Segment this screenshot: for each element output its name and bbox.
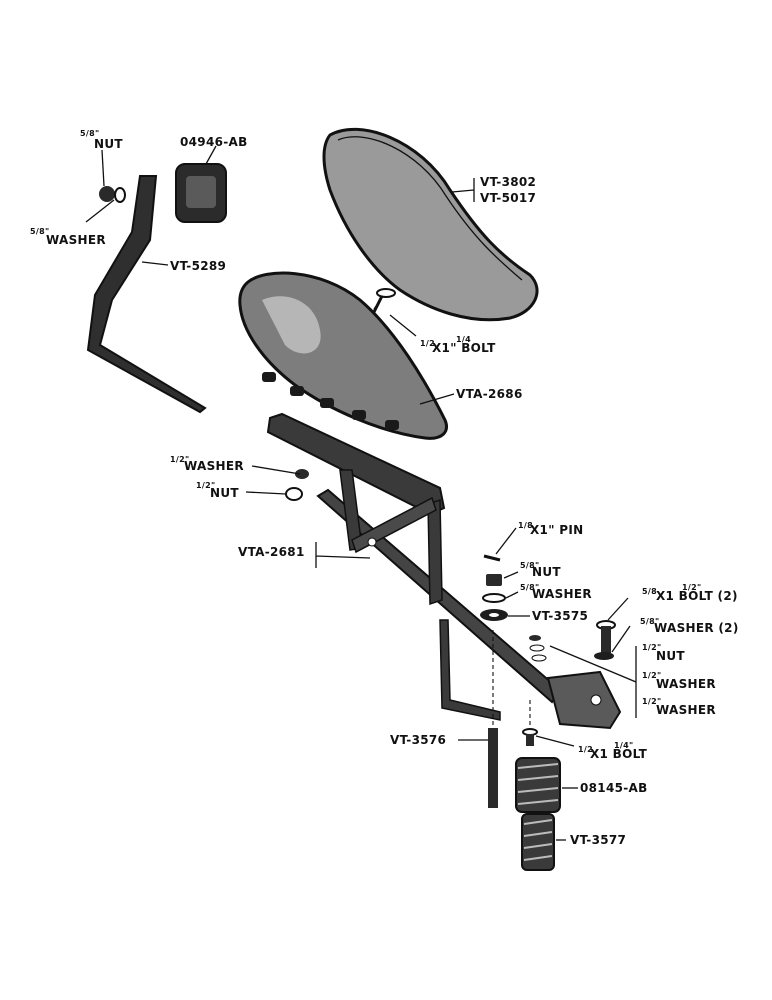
washer-top-label: WASHER <box>46 233 106 247</box>
top-nut-washer-drawing <box>99 186 126 203</box>
bolt-top-frac-a: 1/2 <box>420 339 435 348</box>
vta2681-label: VTA-2681 <box>238 545 305 559</box>
cushion-block-drawing <box>175 163 227 223</box>
seat-pan-drawing <box>238 271 448 440</box>
vt5289-label: VT-5289 <box>170 259 226 273</box>
nut-half-label: NUT <box>210 486 239 500</box>
bolt-bottom-frac-a: 1/2 <box>578 745 593 754</box>
washer-half-c-label: WASHER <box>656 703 716 717</box>
pin-frac: 1/8 <box>518 521 533 530</box>
washer-5-8-2-label: WASHER (2) <box>654 621 739 635</box>
seat-linkage-drawing <box>266 412 622 730</box>
washer-mid-frac: 5/8" <box>520 583 539 592</box>
cushion-block-label: 04946-AB <box>180 135 248 149</box>
vt3576-label: VT-3576 <box>390 733 446 747</box>
bolt-5-8-frac-a: 5/8 <box>642 587 657 596</box>
nut-top-frac: 5/8" <box>80 129 99 138</box>
bolt-bottom-label: X1 BOLT <box>590 747 648 761</box>
nut-half-b-label: NUT <box>656 649 685 663</box>
inner-spring-label: VT-3577 <box>570 833 626 847</box>
vt3802-label: VT-3802 <box>480 175 536 189</box>
washer-top-frac: 5/8" <box>30 227 49 236</box>
cushion-bolt-drawing <box>372 288 396 313</box>
washer-half-b-frac: 1/2" <box>642 671 661 680</box>
bottom-bolt-drawing <box>522 700 538 746</box>
pin-label: X1" PIN <box>530 523 583 537</box>
half-washer-nut-drawing <box>285 469 309 501</box>
small-hardware-right-drawing <box>529 635 547 662</box>
nut-top-label: NUT <box>94 137 123 151</box>
vt5017-label: VT-5017 <box>480 191 536 205</box>
inner-spring-drawing <box>521 813 555 871</box>
washer-half-c-frac: 1/2" <box>642 697 661 706</box>
nut-mid-frac: 5/8" <box>520 561 539 570</box>
leader-lines <box>85 145 637 841</box>
vt3575-label: VT-3575 <box>532 609 588 623</box>
nut-mid-label: NUT <box>532 565 561 579</box>
washer-5-8-2-frac: 5/8" <box>640 617 659 626</box>
bolt-top-label: X1" BOLT <box>432 341 496 355</box>
washer-mid-label: WASHER <box>532 587 592 601</box>
vta2686-label: VTA-2686 <box>456 387 523 401</box>
washer-half-label: WASHER <box>184 459 244 473</box>
bolt-top-frac-b: 1/4 <box>456 335 471 344</box>
washer-half-frac: 1/2" <box>170 455 189 464</box>
nut-half-frac: 1/2" <box>196 481 215 490</box>
outer-spring-drawing <box>515 757 561 813</box>
center-rod-drawing <box>488 630 498 808</box>
pin-nut-washer-stack-drawing <box>480 554 508 621</box>
outer-spring-label: 08145-AB <box>580 781 648 795</box>
bolt-5-8-frac-b: 1/2" <box>682 583 701 592</box>
washer-half-b-label: WASHER <box>656 677 716 691</box>
bolt-washer-right-drawing <box>594 620 616 660</box>
backrest-rod-drawing <box>86 175 207 414</box>
nut-half-b-frac: 1/2" <box>642 643 661 652</box>
seat-cushion-drawing <box>322 127 539 322</box>
labels: 5/8" NUT 5/8" WASHER 04946-AB VT-3802 VT… <box>30 129 739 847</box>
bolt-bottom-frac-b: 1/4" <box>614 741 633 750</box>
bolt-5-8-label: X1 BOLT (2) <box>656 589 738 603</box>
